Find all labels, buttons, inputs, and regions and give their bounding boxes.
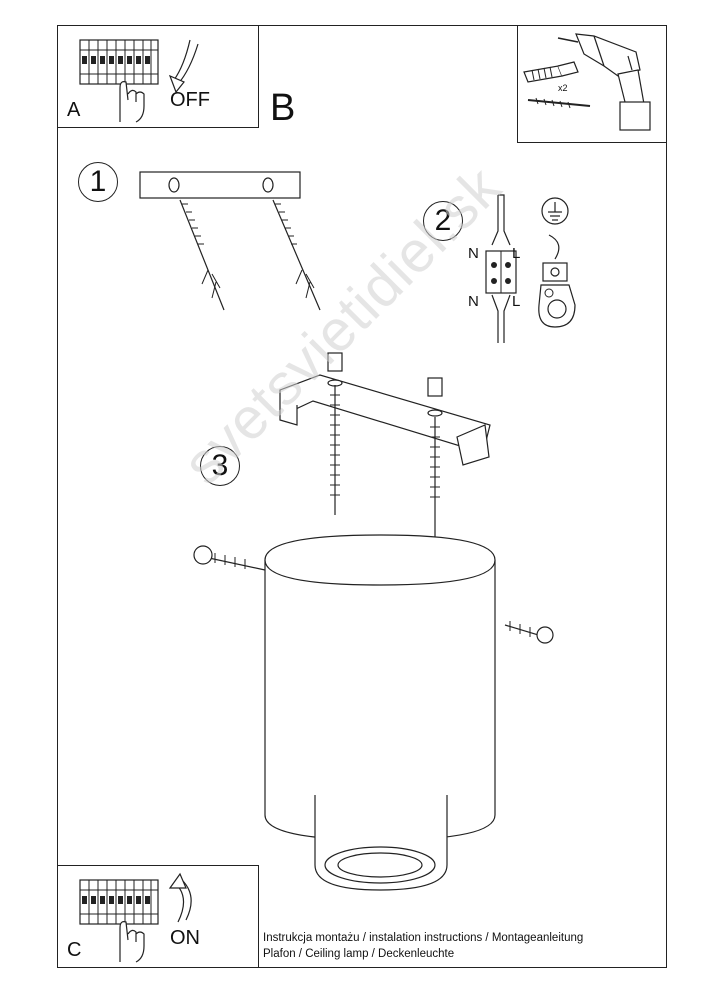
panel-b-letter: B <box>270 87 296 129</box>
panel-c-letter: C <box>67 939 82 961</box>
wire-n-bottom: N <box>468 293 479 310</box>
instruction-frame <box>57 25 667 968</box>
breaker-panel-on-icon <box>79 872 192 963</box>
ground-terminal-icon <box>538 197 576 328</box>
panel-a: A OFF <box>57 25 259 128</box>
mounting-bar-and-anchors <box>139 171 321 311</box>
footer-product-type: Plafon / Ceiling lamp / Deckenleuchte <box>263 948 455 960</box>
panel-b-tools: x2 <box>517 25 667 143</box>
panel-c: C ON <box>57 865 259 968</box>
step-1-badge: 1 <box>78 162 118 202</box>
ceiling-lamp-assembly-drawing <box>193 352 554 891</box>
panel-a-letter: A <box>67 99 81 121</box>
breaker-panel-off-icon <box>79 39 199 123</box>
wire-n-top: N <box>468 245 479 262</box>
step-3-badge: 3 <box>200 446 240 486</box>
drill-quantity: x2 <box>558 83 568 93</box>
terminal-block-wiring-diagram <box>485 194 517 343</box>
drill-icon <box>523 33 651 131</box>
switch-off-label: OFF <box>170 89 210 111</box>
wire-l-top: L <box>512 245 521 262</box>
wire-l-bottom: L <box>512 293 521 310</box>
step-2-badge: 2 <box>423 201 463 241</box>
switch-on-label: ON <box>170 927 200 949</box>
footer-instructions: Instrukcja montażu / instalation instruc… <box>263 932 584 944</box>
